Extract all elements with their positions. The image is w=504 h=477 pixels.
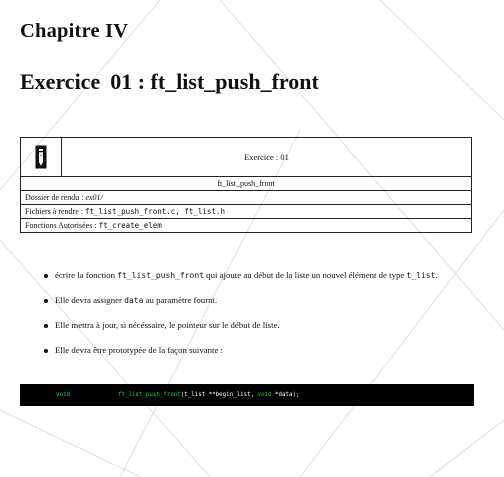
- logo-cell: [21, 138, 62, 176]
- params-part-a: (t_list **begin_list,: [180, 392, 258, 398]
- chapter-heading: Chapitre IV: [20, 20, 129, 42]
- exercise-number-cell: Exercice : 01: [244, 152, 289, 162]
- exercise-title: Exercice 01 : ft_list_push_front: [20, 69, 319, 95]
- prototype-code-block: void ft_list_push_front(t_list **begin_li…: [20, 384, 474, 406]
- return-type: void: [56, 392, 70, 398]
- exercise-info-table: Exercice : 01 ft_list_push_front Dossier…: [20, 137, 472, 233]
- functions-row: Fonctions Autorisées : ft_create_elem: [21, 219, 471, 232]
- folder-label: Dossier de rendu :: [25, 193, 86, 202]
- folder-row: Dossier de rendu : ex01/: [21, 191, 471, 205]
- exercise-title-prefix: Exercice: [20, 69, 101, 94]
- exercise-title-rest: 01 : ft_list_push_front: [110, 69, 319, 94]
- instruction-list: écrire la fonction ft_list_push_front qu…: [44, 270, 474, 370]
- folder-value: ex01/: [85, 193, 103, 202]
- inline-code: t_list: [406, 271, 436, 280]
- list-item: Elle devra assigner data au paramètre fo…: [44, 295, 474, 306]
- functions-value: ft_create_elem: [98, 221, 162, 230]
- params-part-b: *data);: [271, 392, 300, 398]
- list-item: écrire la fonction ft_list_push_front qu…: [44, 270, 474, 281]
- inline-code: data: [124, 296, 144, 305]
- files-value: ft_list_push_front.c, ft_list.h: [84, 207, 225, 216]
- list-item: Elle mettra à jour, si nécéssaire, le po…: [44, 320, 474, 331]
- files-label: Fichiers à rendre :: [25, 207, 85, 216]
- exercise-name-row: ft_list_push_front: [21, 177, 471, 191]
- list-item: Elle devra être prototypée de la façon s…: [44, 345, 474, 356]
- param-type: void: [257, 392, 272, 398]
- files-row: Fichiers à rendre : ft_list_push_front.c…: [21, 205, 471, 219]
- function-name: ft_list_push_front: [117, 392, 181, 398]
- functions-label: Fonctions Autorisées :: [25, 221, 99, 230]
- inline-code: ft_list_push_front: [117, 271, 204, 280]
- exercise-table-header: Exercice : 01: [21, 138, 471, 177]
- pencil-logo-icon: [35, 145, 47, 169]
